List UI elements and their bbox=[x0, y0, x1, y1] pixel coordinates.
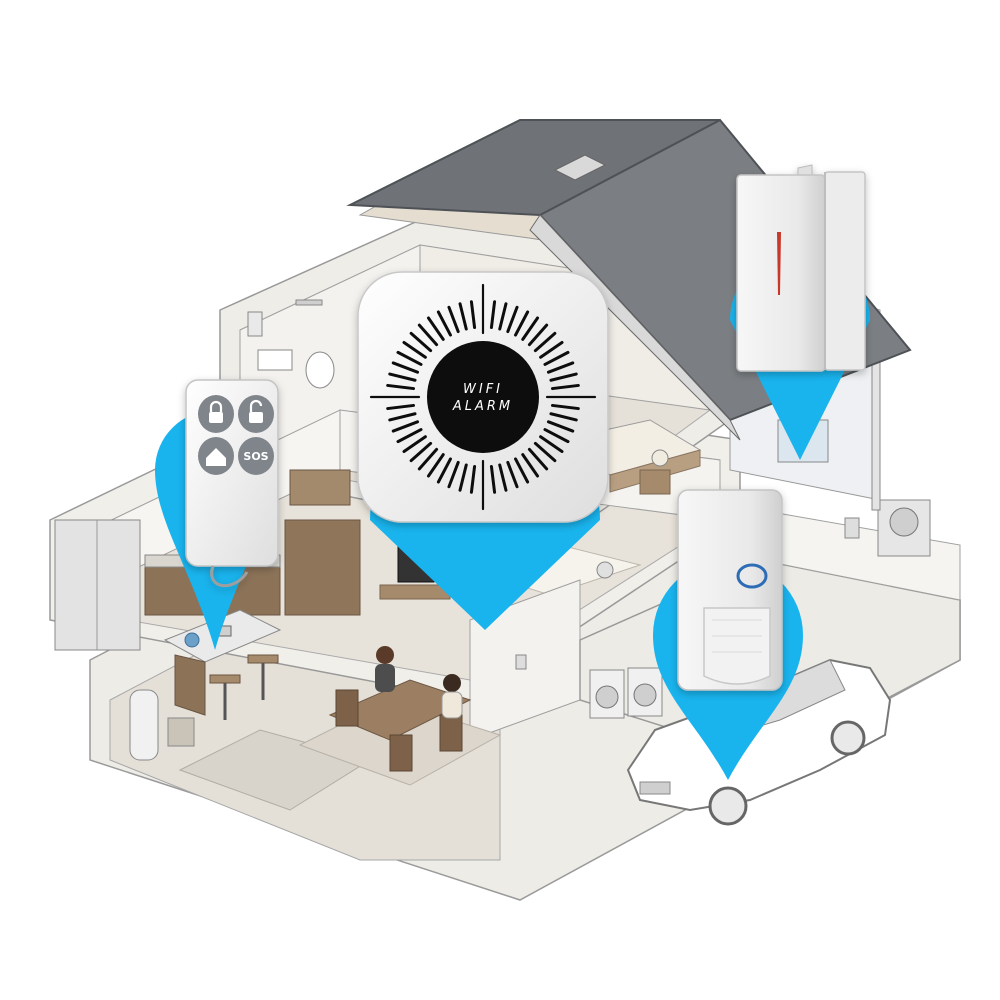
wall-cabinet bbox=[289, 469, 351, 506]
person-woman-body bbox=[375, 664, 395, 692]
hub-tick bbox=[527, 323, 549, 347]
roof-left bbox=[346, 119, 721, 217]
hub-tick bbox=[533, 441, 557, 463]
hub-tick bbox=[436, 310, 452, 337]
dryer-door bbox=[633, 683, 657, 707]
roof-edge bbox=[529, 214, 741, 441]
hub-tick bbox=[409, 331, 433, 353]
hub-tick bbox=[391, 420, 420, 433]
hub-tick bbox=[391, 361, 420, 374]
hub-tick bbox=[386, 403, 416, 411]
hub-tick bbox=[402, 340, 427, 359]
hub-tick bbox=[549, 412, 578, 422]
hub-tick bbox=[388, 412, 417, 422]
bar-stool-1 bbox=[209, 674, 241, 684]
hub-tick bbox=[458, 463, 468, 492]
hub-tick bbox=[543, 428, 570, 444]
hub-tick bbox=[498, 463, 508, 492]
hub-tick bbox=[447, 460, 460, 489]
kitchen-island-base bbox=[174, 654, 206, 716]
sos-button: SOS bbox=[238, 437, 274, 475]
hub-tick bbox=[388, 372, 417, 382]
bathroom-mirror bbox=[247, 311, 263, 337]
hub-tick bbox=[550, 403, 580, 411]
hub-tick bbox=[447, 305, 460, 334]
door-window-sensor bbox=[736, 164, 866, 372]
home-mode-button bbox=[198, 437, 234, 475]
washer-door bbox=[595, 685, 619, 709]
hub-tick bbox=[549, 372, 578, 382]
fruit-bowl bbox=[184, 632, 200, 648]
bar-stool-2 bbox=[247, 654, 279, 664]
robot-vacuum bbox=[596, 561, 614, 579]
hub-tick bbox=[550, 383, 580, 391]
dining-chair-3 bbox=[439, 714, 463, 752]
pir-motion-sensor bbox=[677, 489, 783, 691]
hub-tick bbox=[426, 453, 445, 478]
hub-tick bbox=[506, 305, 519, 334]
sensor-indicator-led bbox=[777, 232, 781, 295]
motion-sensor-ring bbox=[736, 563, 768, 589]
hub-tick bbox=[514, 310, 530, 337]
hub-tick bbox=[533, 331, 557, 353]
hub-tick bbox=[514, 457, 530, 484]
unlock-button bbox=[238, 395, 274, 433]
wifi-alarm-hub: WIFI ALARM bbox=[357, 271, 609, 523]
hub-tick bbox=[539, 435, 564, 454]
water-heater bbox=[129, 689, 159, 761]
hub-tick bbox=[539, 340, 564, 359]
hub-tick bbox=[458, 302, 468, 331]
remote-keyring bbox=[210, 565, 249, 588]
person-woman-head bbox=[376, 646, 394, 664]
dining-chair-1 bbox=[335, 689, 359, 727]
hub-tick bbox=[417, 323, 439, 347]
hub-tick bbox=[527, 447, 549, 471]
hub-tick bbox=[543, 350, 570, 366]
wall-outlet bbox=[515, 654, 527, 670]
hub-tick bbox=[498, 302, 508, 331]
hub-tick bbox=[506, 460, 519, 489]
downspout bbox=[871, 359, 881, 511]
basement-box bbox=[167, 717, 195, 747]
hub-tick bbox=[426, 316, 445, 341]
hub-tick bbox=[402, 435, 427, 454]
electric-meter bbox=[844, 517, 860, 539]
lamp bbox=[651, 449, 669, 467]
sos-label: SOS bbox=[243, 450, 268, 463]
hub-tick bbox=[469, 464, 477, 494]
hub-tick bbox=[546, 361, 575, 374]
motion-sensor-lens bbox=[703, 607, 771, 685]
hub-tick bbox=[436, 457, 452, 484]
hub-tick bbox=[409, 441, 433, 463]
roof-vent bbox=[553, 154, 607, 181]
hub-tick bbox=[489, 300, 497, 330]
hub-tick bbox=[396, 428, 423, 444]
hub-tick bbox=[489, 464, 497, 494]
person-man-body bbox=[441, 691, 463, 719]
toilet bbox=[305, 351, 335, 389]
hub-speaker-ticks bbox=[369, 283, 597, 511]
hub-tick bbox=[546, 420, 575, 433]
hub-tick bbox=[396, 350, 423, 366]
hub-tick bbox=[469, 300, 477, 330]
hub-tick bbox=[521, 453, 540, 478]
hub-tick bbox=[417, 447, 439, 471]
tv-stand bbox=[379, 584, 451, 600]
hub-label-line1: WIFI bbox=[463, 382, 503, 397]
hub-label-line2: ALARM bbox=[452, 399, 513, 414]
towel-rack bbox=[295, 299, 323, 306]
remote-control: SOS bbox=[185, 379, 279, 588]
kitchen-cabinet-right bbox=[284, 519, 361, 616]
ac-fan bbox=[889, 507, 919, 537]
lock-button bbox=[198, 395, 234, 433]
person-man-head bbox=[443, 674, 461, 692]
nightstand bbox=[639, 469, 671, 495]
hub-tick bbox=[386, 383, 416, 391]
hub-center-display bbox=[427, 341, 539, 453]
bathroom-sink bbox=[257, 349, 293, 371]
hub-tick bbox=[521, 316, 540, 341]
dining-chair-2 bbox=[389, 734, 413, 772]
